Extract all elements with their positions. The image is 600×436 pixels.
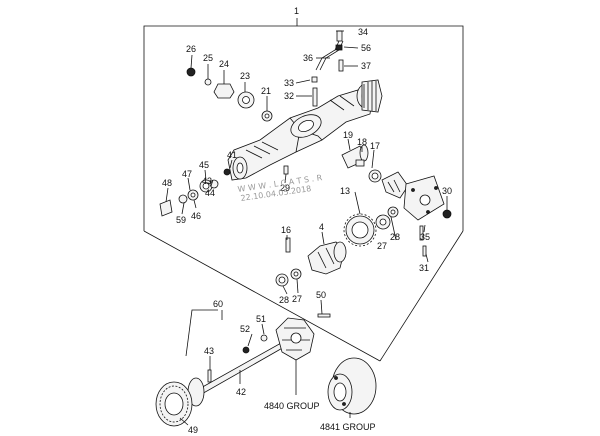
callout-51: 51	[256, 314, 266, 324]
callout-31: 31	[419, 263, 429, 273]
callout-41: 41	[227, 150, 237, 160]
callout-32: 32	[284, 91, 294, 101]
callout-35: 35	[420, 232, 430, 242]
callout-26: 26	[186, 44, 196, 54]
callout-49: 49	[188, 425, 198, 435]
callout-43-lower: 43	[204, 346, 214, 356]
callout-48: 48	[162, 178, 172, 188]
vent-hose-assembly	[311, 30, 344, 107]
differential-case	[275, 237, 347, 287]
callout-47: 47	[182, 169, 192, 179]
assembly-frame	[143, 18, 464, 362]
callout-28-upper: 28	[390, 232, 400, 242]
callout-25: 25	[203, 53, 213, 63]
callout-59: 59	[176, 215, 186, 225]
brake-backing-plate	[275, 317, 315, 361]
callout-50: 50	[316, 290, 326, 300]
callout-4: 4	[319, 222, 324, 232]
callout-27-upper: 27	[377, 241, 387, 251]
callout-17: 17	[370, 141, 380, 151]
callout-60: 60	[213, 299, 223, 309]
callout-16: 16	[281, 225, 291, 235]
callout-33: 33	[284, 78, 294, 88]
callout-21: 21	[261, 86, 271, 96]
callout-44: 44	[205, 188, 215, 198]
group-label-4841: 4841 GROUP	[320, 422, 376, 432]
callout-56: 56	[361, 43, 371, 53]
callout-43-upper: 43	[202, 176, 212, 186]
axle-housing	[227, 79, 383, 181]
callout-52: 52	[240, 324, 250, 334]
pinion-parts	[341, 144, 452, 221]
callout-24: 24	[219, 59, 229, 69]
ring-gear	[343, 206, 399, 247]
watermark: W W W . L C A T S . R 22.10.04.05.2018	[237, 173, 323, 203]
callout-34: 34	[358, 27, 368, 37]
callout-42: 42	[236, 387, 246, 397]
callout-37: 37	[361, 61, 371, 71]
callout-36: 36	[303, 53, 313, 63]
callout-23: 23	[240, 71, 250, 81]
left-small-parts	[186, 67, 273, 122]
callout-28-lower: 28	[279, 295, 289, 305]
group-label-4840: 4840 GROUP	[264, 401, 320, 411]
callout-labels: 1 34 56 36 37 26 25 24 23 33 32 21 19 18…	[162, 6, 452, 435]
callout-13: 13	[340, 186, 350, 196]
right-bolts	[419, 225, 427, 257]
callout-45: 45	[199, 160, 209, 170]
brake-drum	[327, 357, 377, 415]
callout-29: 29	[280, 183, 290, 193]
callout-27-lower: 27	[292, 294, 302, 304]
callout-18: 18	[357, 137, 367, 147]
left-seals	[159, 165, 289, 217]
callout-30: 30	[442, 186, 452, 196]
callout-46: 46	[191, 211, 201, 221]
leader-lines	[165, 30, 448, 426]
callout-19: 19	[343, 130, 353, 140]
callout-1: 1	[294, 6, 299, 16]
